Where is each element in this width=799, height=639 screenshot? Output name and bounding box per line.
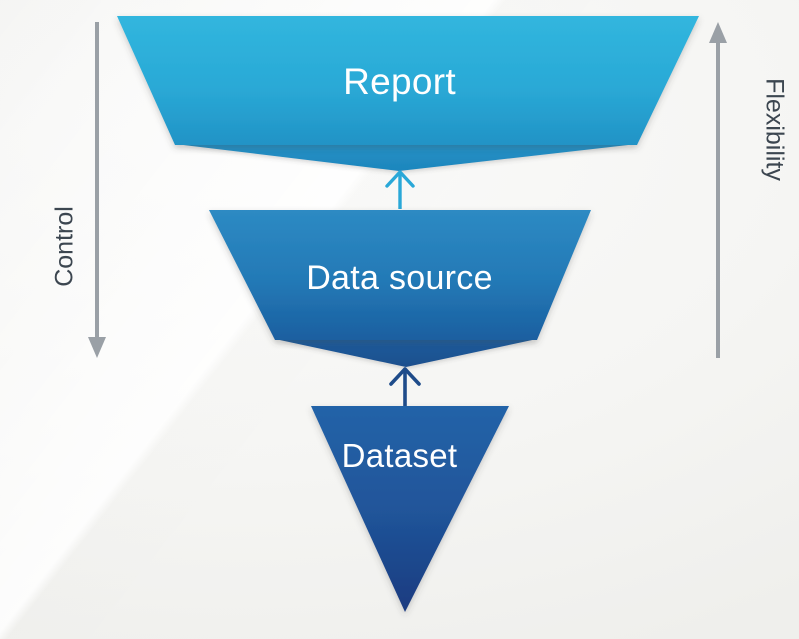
connector-dataset-to-data-source — [389, 367, 421, 406]
report-shape — [117, 16, 699, 145]
connector-arrowhead-lower — [389, 367, 421, 386]
axis-flexibility — [709, 22, 727, 358]
connector-data-source-to-report — [385, 170, 415, 209]
axis-control — [88, 22, 106, 358]
data-source-shape — [209, 210, 591, 340]
stage-label-report: Report — [343, 61, 456, 102]
axis-label-control: Control — [50, 206, 79, 287]
axis-flexibility-arrowhead-up — [709, 22, 727, 43]
report-fold-band — [175, 144, 637, 171]
axis-control-arrowhead-down — [88, 337, 106, 358]
axis-label-flexibility: Flexibility — [760, 78, 789, 181]
funnel-stage-report[interactable] — [117, 16, 699, 171]
dataset-shape — [311, 406, 509, 612]
funnel-stage-dataset[interactable] — [311, 406, 509, 612]
funnel-stage-data-source[interactable] — [209, 210, 591, 367]
stage-label-dataset: Dataset — [341, 437, 458, 474]
connector-arrowhead-upper — [385, 170, 415, 188]
data-source-fold-band — [275, 339, 537, 367]
stage-label-data-source: Data source — [306, 259, 493, 297]
